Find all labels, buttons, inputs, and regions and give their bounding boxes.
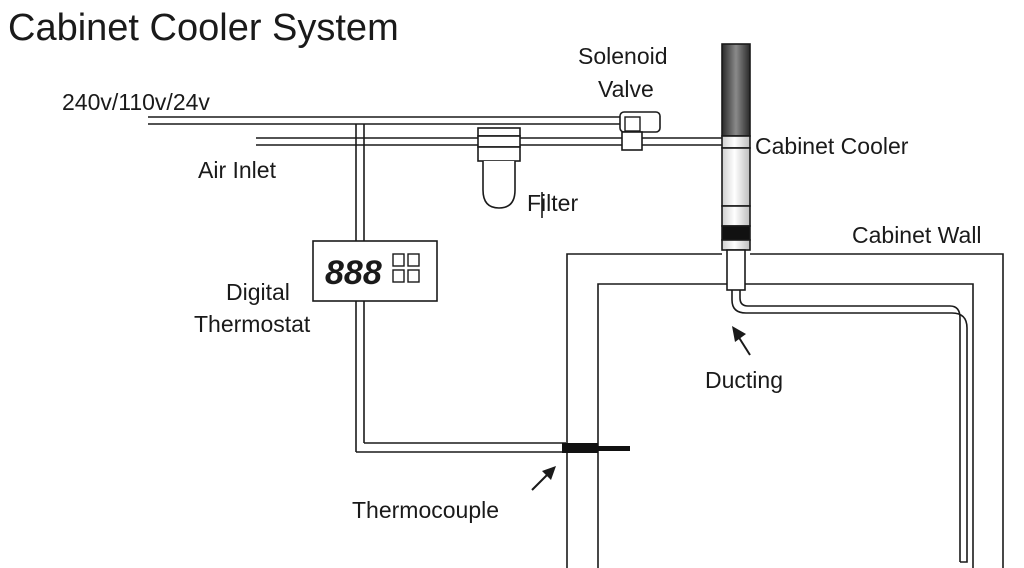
- digital-thermostat-icon: [312, 240, 438, 302]
- solenoid-valve-label-line2: Valve: [598, 76, 654, 102]
- power-line: [148, 116, 622, 125]
- thermostat-display: 888: [325, 254, 382, 292]
- thermocouple-arrow-icon: [531, 466, 556, 491]
- filter-icon: [477, 127, 521, 209]
- thermostat-label-line2: Thermostat: [194, 311, 311, 337]
- ducting: [731, 290, 968, 563]
- thermocouple-label: Thermocouple: [352, 497, 499, 523]
- solenoid-valve-icon: [619, 111, 661, 151]
- filter-label: Filter: [527, 190, 578, 216]
- thermostat-label-line1: Digital: [226, 279, 290, 305]
- power-label: 240v/110v/24v: [62, 89, 210, 115]
- cabinet-cooler-icon: [721, 43, 751, 291]
- cabinet-wall-label: Cabinet Wall: [852, 222, 982, 248]
- diagram-title: Cabinet Cooler System: [8, 7, 399, 49]
- ducting-arrow-icon: [732, 326, 751, 356]
- air-inlet-label: Air Inlet: [198, 157, 277, 183]
- cabinet-wall: [566, 253, 1004, 568]
- solenoid-valve-label-line1: Solenoid: [578, 43, 668, 69]
- thermocouple-icon: [562, 443, 630, 453]
- cabinet-cooler-label: Cabinet Cooler: [755, 133, 909, 159]
- ducting-label: Ducting: [705, 367, 783, 393]
